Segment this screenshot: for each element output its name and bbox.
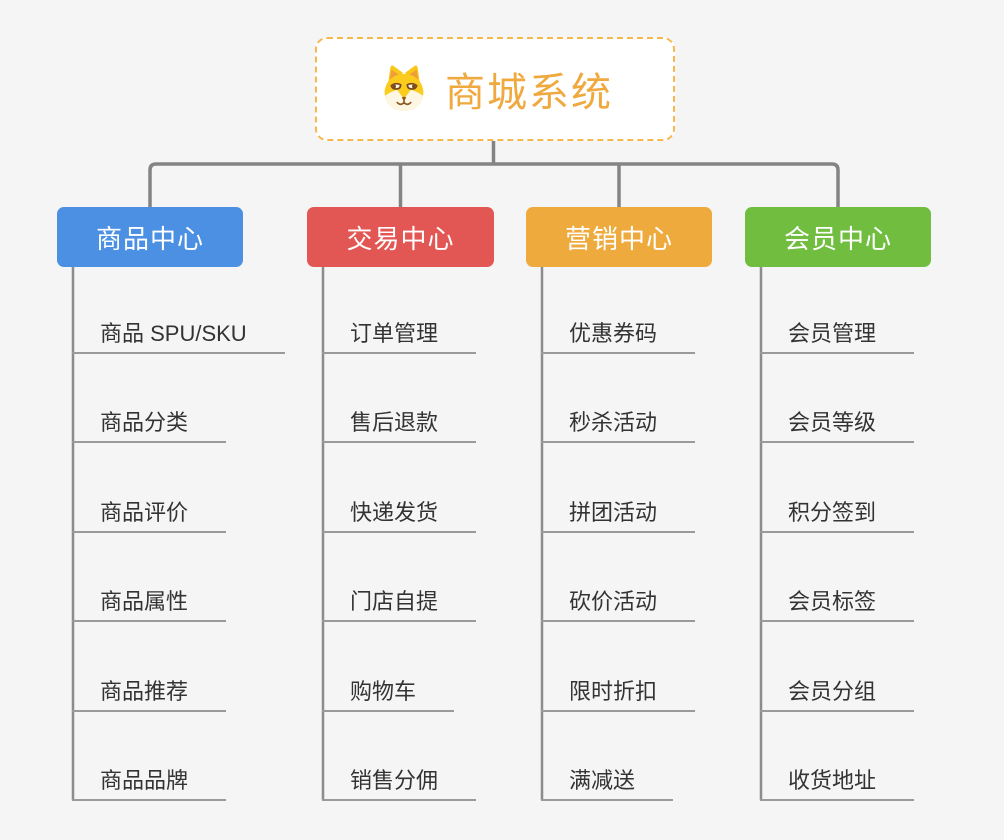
- branch-node-member-center[interactable]: 会员中心: [745, 207, 931, 267]
- leaf-node[interactable]: 商品属性: [72, 584, 227, 622]
- leaf-node[interactable]: 销售分佣: [322, 763, 477, 801]
- leaf-node[interactable]: 优惠券码: [541, 316, 696, 354]
- leaf-node[interactable]: 商品分类: [72, 405, 227, 443]
- leaf-node[interactable]: 积分签到: [760, 495, 915, 533]
- leaf-node[interactable]: 商品推荐: [72, 674, 227, 712]
- branch-node-product-center[interactable]: 商品中心: [57, 207, 243, 267]
- leaf-node[interactable]: 订单管理: [322, 316, 477, 354]
- branch-label: 会员中心: [783, 223, 892, 254]
- leaf-node[interactable]: 售后退款: [322, 405, 477, 443]
- leaf-node[interactable]: 秒杀活动: [541, 405, 696, 443]
- branch-label: 交易中心: [346, 223, 455, 254]
- leaf-node[interactable]: 门店自提: [322, 584, 477, 622]
- leaf-node[interactable]: 会员标签: [760, 584, 915, 622]
- leaf-node[interactable]: 商品 SPU/SKU: [72, 316, 285, 354]
- branch-label: 商品中心: [95, 223, 204, 254]
- branch-label: 营销中心: [564, 223, 673, 254]
- leaf-node[interactable]: 商品品牌: [72, 763, 227, 801]
- leaf-node[interactable]: 会员分组: [760, 674, 915, 712]
- leaf-node[interactable]: 会员管理: [760, 316, 915, 354]
- leaf-node[interactable]: 收货地址: [760, 763, 915, 801]
- branch-node-trade-center[interactable]: 交易中心: [307, 207, 494, 267]
- leaf-node[interactable]: 购物车: [322, 674, 455, 712]
- leaf-node[interactable]: 会员等级: [760, 405, 915, 443]
- leaf-node[interactable]: 限时折扣: [541, 674, 696, 712]
- leaf-node[interactable]: 满减送: [541, 763, 674, 801]
- branch-node-marketing-center[interactable]: 营销中心: [526, 207, 712, 267]
- leaf-node[interactable]: 商品评价: [72, 495, 227, 533]
- dog-face-icon: [377, 60, 431, 118]
- root-node[interactable]: 商城系统: [315, 37, 675, 141]
- leaf-node[interactable]: 拼团活动: [541, 495, 696, 533]
- root-title: 商城系统: [445, 71, 613, 115]
- leaf-node[interactable]: 快递发货: [322, 495, 477, 533]
- leaf-node[interactable]: 砍价活动: [541, 584, 696, 622]
